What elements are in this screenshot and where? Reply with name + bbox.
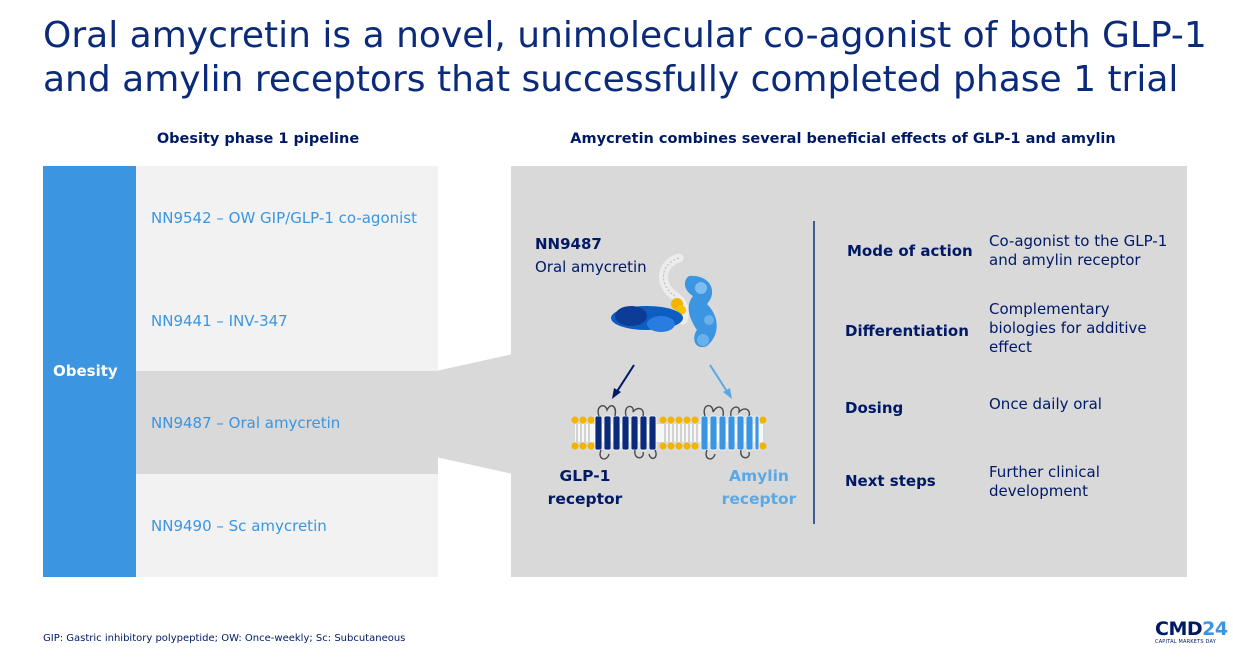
- receptor-name: Amylin: [729, 467, 789, 485]
- receptor-type: receptor: [721, 490, 797, 508]
- effects-heading: Amycretin combines several beneficial ef…: [570, 131, 1116, 147]
- attribute-value: Once daily oral: [989, 395, 1102, 413]
- panel-divider: [813, 221, 815, 524]
- drug-code: NN9487: [535, 235, 602, 253]
- molecule-icon: [611, 253, 717, 348]
- callout-connector: [436, 354, 513, 474]
- slide-title: Oral amycretin is a novel, unimolecular …: [43, 15, 1207, 100]
- attribute-label: Next steps: [845, 472, 936, 490]
- attribute-value: Co-agonist to the GLP-1 and amylin recep…: [989, 232, 1168, 269]
- pipeline-item-highlighted: NN9487 – Oral amycretin: [136, 371, 438, 474]
- pipeline-item-label: NN9487 – Oral amycretin: [151, 414, 341, 432]
- logo-text: CMD: [1155, 618, 1203, 640]
- pipeline-item: NN9542 – OW GIP/GLP-1 co-agonist: [136, 166, 438, 269]
- pipeline-item: NN9490 – Sc amycretin: [136, 474, 438, 577]
- footnote: GIP: Gastric inhibitory polypeptide; OW:…: [43, 633, 406, 644]
- pipeline-item-label: NN9441 – INV-347: [151, 312, 288, 330]
- attribute-value: Complementary biologies for additive eff…: [989, 300, 1147, 356]
- pipeline-item-label: NN9490 – Sc amycretin: [151, 517, 327, 535]
- pipeline-heading: Obesity phase 1 pipeline: [156, 131, 360, 147]
- receptor-type: receptor: [547, 490, 623, 508]
- receptor-label: Amylin receptor: [717, 465, 801, 511]
- attribute-value: Further clinical development: [989, 463, 1100, 500]
- cmd24-logo: CMD24 CAPITAL MARKETS DAY: [1155, 619, 1228, 645]
- pipeline-category-bar: Obesity: [43, 166, 136, 577]
- receptor-name: GLP-1: [559, 467, 611, 485]
- cell-membrane-icon: [571, 405, 767, 460]
- attribute-label: Dosing: [845, 399, 904, 417]
- attribute-label: Mode of action: [847, 242, 973, 260]
- logo-number: 24: [1202, 618, 1228, 640]
- pipeline-item-label: NN9542 – OW GIP/GLP-1 co-agonist: [151, 209, 418, 227]
- drug-name: Oral amycretin: [535, 258, 647, 276]
- pipeline-list: NN9542 – OW GIP/GLP-1 co-agonist NN9441 …: [136, 166, 438, 577]
- effects-panel: NN9487 Oral amycretin: [511, 166, 1187, 577]
- pipeline-item: NN9441 – INV-347: [136, 269, 438, 371]
- receptor-label: GLP-1 receptor: [543, 465, 627, 511]
- arrows-icon: [612, 364, 732, 399]
- attribute-label: Differentiation: [845, 322, 969, 340]
- pipeline-category-label: Obesity: [53, 362, 118, 380]
- logo-tagline: CAPITAL MARKETS DAY: [1155, 639, 1216, 645]
